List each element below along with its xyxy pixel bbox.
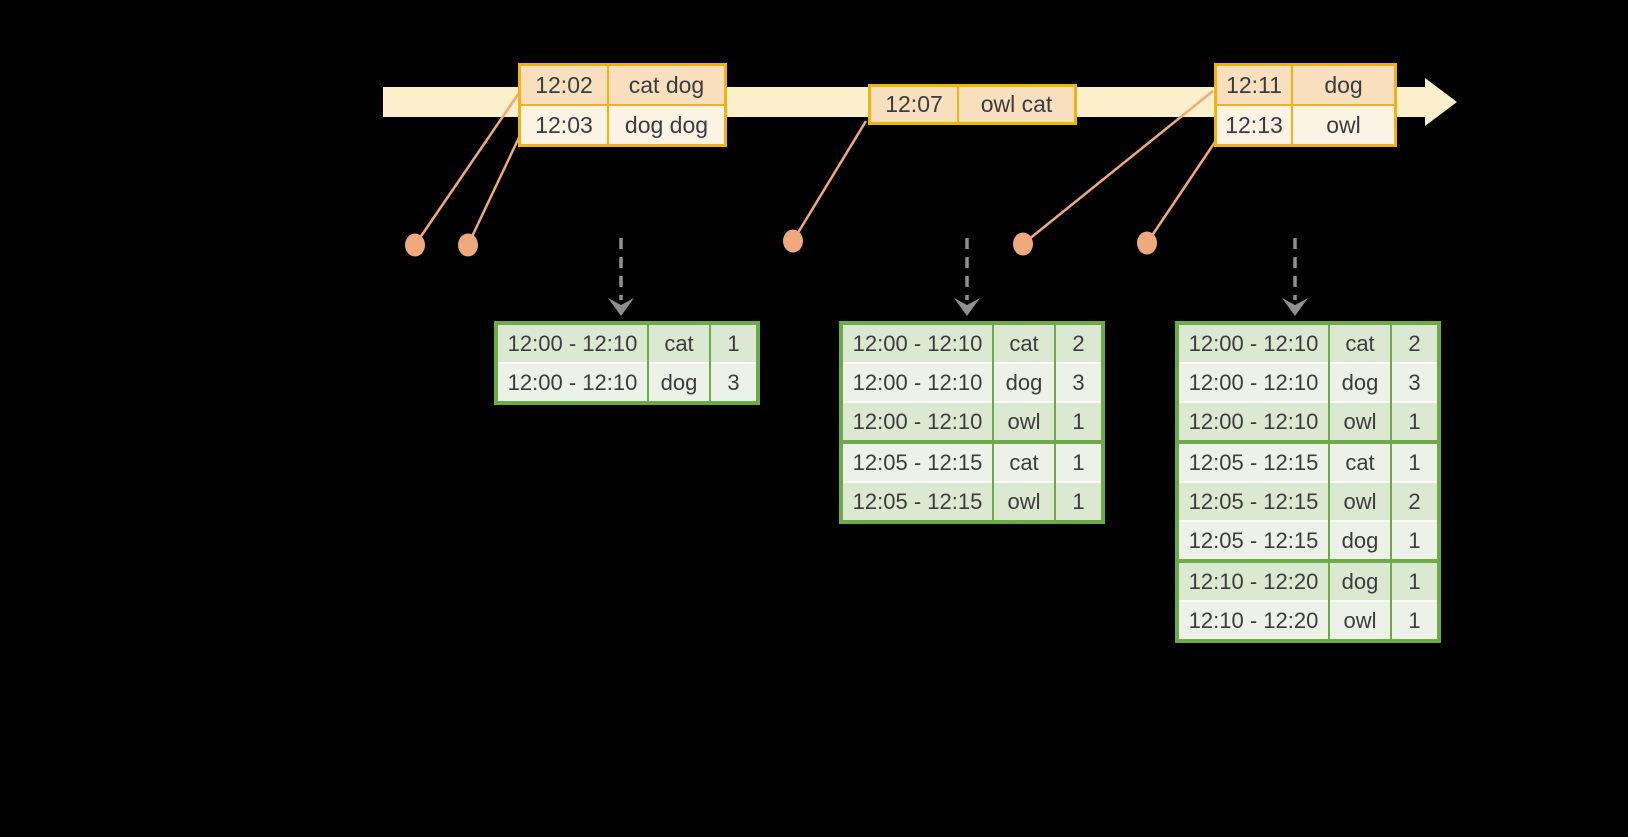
event-dot [1013, 232, 1033, 256]
window-cell: 12:00 - 12:10 [495, 362, 649, 403]
timeline-arrowhead-icon [1425, 78, 1457, 126]
count-cell: 3 [709, 362, 759, 403]
arrow-down-icon [1282, 298, 1308, 316]
count-cell: 1 [1054, 481, 1104, 522]
count-cell: 1 [1390, 440, 1440, 482]
result-table-2: 12:00 - 12:10 cat 2 12:00 - 12:10 dog 3 … [839, 321, 1105, 524]
result-row: 12:00 - 12:10 cat 1 [495, 323, 759, 363]
window-cell: 12:00 - 12:10 [1176, 323, 1330, 363]
event-connectors [413, 89, 1219, 246]
event-table-1202: 12:02 cat dog 12:03 dog dog [518, 63, 727, 147]
event-dot [1137, 231, 1157, 255]
event-row: 12:11 dog [1214, 63, 1397, 106]
word-cell: owl [992, 481, 1056, 522]
word-cell: dog [647, 362, 711, 403]
window-cell: 12:05 - 12:15 [1176, 520, 1330, 561]
window-cell: 12:05 - 12:15 [840, 440, 994, 482]
result-row: 12:05 - 12:15 owl 1 [840, 481, 1104, 522]
count-cell: 2 [1390, 481, 1440, 521]
event-words: owl cat [957, 84, 1077, 125]
arrow-down-icon [608, 298, 634, 316]
event-words: dog [1291, 63, 1397, 106]
event-row: 12:03 dog dog [518, 104, 727, 147]
result-table-1: 12:00 - 12:10 cat 1 12:00 - 12:10 dog 3 [494, 321, 760, 405]
word-cell: cat [647, 323, 711, 363]
event-dots [405, 229, 1157, 257]
word-cell: dog [1328, 520, 1392, 561]
word-cell: owl [1328, 481, 1392, 521]
count-cell: 3 [1054, 362, 1104, 402]
event-time: 12:07 [868, 84, 959, 125]
event-dot [458, 233, 478, 257]
count-cell: 1 [1390, 559, 1440, 601]
event-words: owl [1291, 104, 1397, 147]
count-cell: 2 [1390, 323, 1440, 363]
event-connector-line [413, 89, 523, 246]
window-cell: 12:00 - 12:10 [840, 362, 994, 402]
result-row: 12:00 - 12:10 cat 2 [840, 323, 1104, 363]
word-cell: dog [1328, 559, 1392, 601]
count-cell: 1 [709, 323, 759, 363]
window-cell: 12:00 - 12:10 [495, 323, 649, 363]
result-row: 12:10 - 12:20 dog 1 [1176, 559, 1440, 601]
word-cell: owl [1328, 401, 1392, 442]
window-cell: 12:05 - 12:15 [1176, 481, 1330, 521]
arrow-down-icon [954, 298, 980, 316]
count-cell: 1 [1390, 401, 1440, 442]
count-cell: 3 [1390, 362, 1440, 402]
count-cell: 1 [1390, 520, 1440, 561]
result-row: 12:00 - 12:10 dog 3 [840, 362, 1104, 402]
event-time: 12:13 [1214, 104, 1293, 147]
event-words: dog dog [607, 104, 727, 147]
word-cell: owl [1328, 600, 1392, 641]
result-row: 12:10 - 12:20 owl 1 [1176, 600, 1440, 641]
result-row: 12:05 - 12:15 cat 1 [1176, 440, 1440, 482]
result-row: 12:05 - 12:15 owl 2 [1176, 481, 1440, 521]
window-cell: 12:10 - 12:20 [1176, 600, 1330, 641]
event-dot [783, 229, 803, 253]
event-words: cat dog [607, 63, 727, 106]
event-time: 12:02 [518, 63, 609, 106]
event-dot [405, 233, 425, 257]
window-cell: 12:05 - 12:15 [1176, 440, 1330, 482]
word-cell: cat [992, 440, 1056, 482]
result-row: 12:00 - 12:10 dog 3 [495, 362, 759, 403]
word-cell: cat [1328, 323, 1392, 363]
count-cell: 1 [1054, 401, 1104, 442]
result-row: 12:05 - 12:15 cat 1 [840, 440, 1104, 482]
trigger-arrows [608, 238, 1308, 316]
event-row: 12:13 owl [1214, 104, 1397, 147]
word-cell: cat [1328, 440, 1392, 482]
result-table-3: 12:00 - 12:10 cat 2 12:00 - 12:10 dog 3 … [1175, 321, 1441, 643]
result-row: 12:05 - 12:15 dog 1 [1176, 520, 1440, 561]
word-cell: cat [992, 323, 1056, 363]
event-connector-line [466, 126, 526, 246]
window-cell: 12:10 - 12:20 [1176, 559, 1330, 601]
event-connector-line [791, 120, 868, 242]
word-cell: owl [992, 401, 1056, 442]
result-row: 12:00 - 12:10 owl 1 [1176, 401, 1440, 442]
event-table-1211: 12:11 dog 12:13 owl [1214, 63, 1397, 147]
event-connector-line [1022, 90, 1214, 245]
word-cell: dog [1328, 362, 1392, 402]
event-table-1207: 12:07 owl cat [868, 84, 1077, 125]
event-connector-line [1145, 138, 1219, 244]
count-cell: 1 [1390, 600, 1440, 641]
window-cell: 12:00 - 12:10 [1176, 362, 1330, 402]
event-time: 12:03 [518, 104, 609, 147]
window-cell: 12:00 - 12:10 [840, 401, 994, 442]
result-row: 12:00 - 12:10 dog 3 [1176, 362, 1440, 402]
count-cell: 2 [1054, 323, 1104, 363]
count-cell: 1 [1054, 440, 1104, 482]
event-row: 12:07 owl cat [868, 84, 1077, 125]
event-row: 12:02 cat dog [518, 63, 727, 106]
event-time: 12:11 [1214, 63, 1293, 106]
word-cell: dog [992, 362, 1056, 402]
result-row: 12:00 - 12:10 cat 2 [1176, 323, 1440, 363]
window-cell: 12:05 - 12:15 [840, 481, 994, 522]
window-cell: 12:00 - 12:10 [1176, 401, 1330, 442]
window-cell: 12:00 - 12:10 [840, 323, 994, 363]
result-row: 12:00 - 12:10 owl 1 [840, 401, 1104, 442]
